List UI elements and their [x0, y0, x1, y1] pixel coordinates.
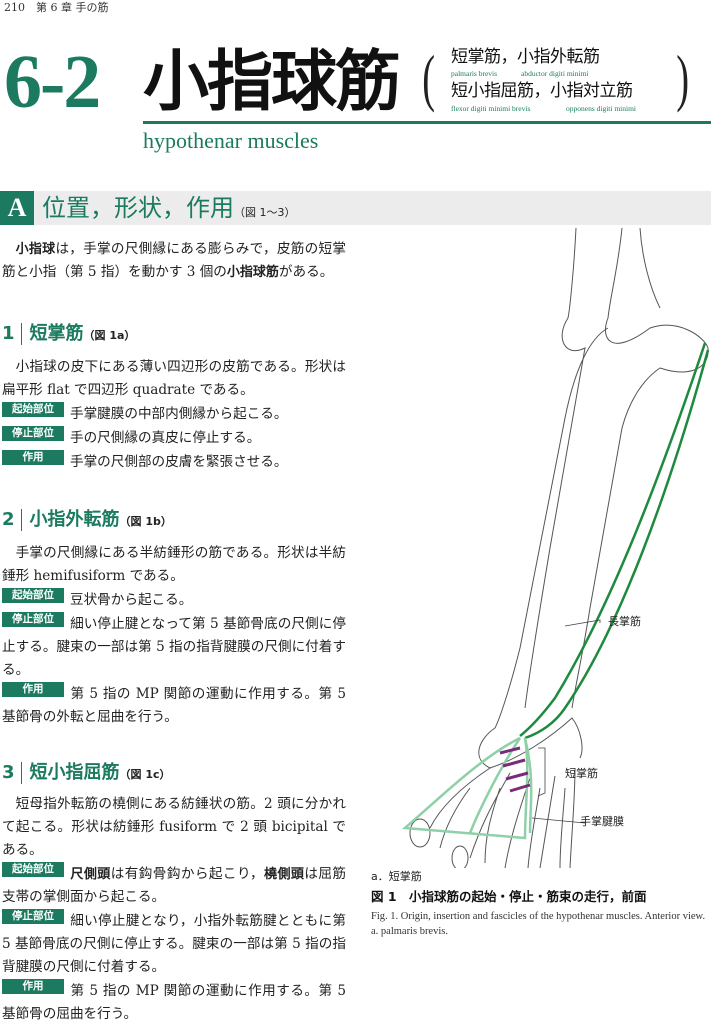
latin-flexor: flexor digiti minimi brevis: [451, 104, 531, 113]
heading-name: 短小指屈筋: [29, 762, 120, 783]
radius-outline: [524, 228, 586, 709]
term: 小指球: [15, 242, 56, 257]
section-title-text: 位置，形状，作用: [42, 194, 234, 222]
action-badge: 作用: [2, 979, 64, 994]
description: 手掌の尺側縁にある半紡錘形の筋である。形状は半紡錘形 hemifusiform …: [2, 545, 346, 584]
forearm-illustration: [401, 228, 710, 868]
section-letter: A: [0, 191, 34, 225]
palmaris-brevis-muscle: [499, 746, 531, 793]
latin-opponens: opponens digiti minimi: [566, 104, 637, 113]
action-row: 作用第 5 指の MP 関節の運動に作用する。第 5 基節骨の外転と屈曲を行う。: [2, 682, 346, 729]
palmaris-brevis-body: 小指球の皮下にある薄い四辺形の皮筋である。形状は扁平形 flat で四辺形 qu…: [2, 356, 346, 474]
flexor-body: 短母指外転筋の橈側にある紡錘状の筋。2 頭に分かれて起こる。形状は紡錘形 fus…: [2, 793, 346, 1026]
heading-number: 1: [2, 323, 15, 344]
insertion-text: 細い停止腱となって第 5 基節骨底の尺側に停止する。腱束の一部は第 5 指の指背…: [2, 616, 346, 678]
origin-text: 豆状骨から起こる。: [70, 592, 193, 608]
figure-ref: （図 1a）: [83, 329, 136, 342]
chapter-number: 6-2: [4, 40, 101, 124]
figure-ref: （図 1c）: [119, 768, 171, 781]
chapter-title: 小指球筋: [143, 42, 401, 120]
insertion-text: 手の尺側縁の真皮に停止する。: [70, 430, 261, 446]
figure-ref: （図 1b）: [119, 515, 172, 528]
title-rule: [143, 121, 711, 124]
origin-row: 起始部位手掌腱膜の中部内側縁から起こる。: [2, 402, 346, 426]
section-bar: [0, 191, 711, 225]
origin-text: 手掌腱膜の中部内側縁から起こる。: [70, 406, 288, 422]
figure-caption-en: Fig. 1. Origin, insertion and fascicles …: [371, 911, 706, 937]
palmar-aponeurosis: [401, 736, 533, 840]
heading-number: 3: [2, 762, 15, 783]
intro-paragraph: 小指球は，手掌の尺側縁にある膨らみで，皮筋の短掌筋と小指（第 5 指）を動かす …: [2, 238, 346, 284]
english-title: hypothenar muscles: [143, 128, 319, 153]
insertion-badge: 停止部位: [2, 612, 64, 627]
origin-badge: 起始部位: [2, 862, 64, 877]
open-paren: (: [422, 42, 436, 113]
origin-text: は屈筋支帯の掌側面から起こる。: [2, 866, 346, 905]
description: 小指球の皮下にある薄い四辺形の皮筋である。形状は扁平形 flat で四辺形 qu…: [2, 359, 346, 398]
label-palmaris-brevis: 短掌筋: [565, 767, 598, 780]
term: 尺側頭: [70, 867, 111, 882]
figure-caption-jp: 図 1 小指球筋の起始・停止・筋束の走行，前面: [371, 889, 647, 904]
insertion-row: 停止部位細い停止腱となって第 5 基節骨底の尺側に停止する。腱束の一部は第 5 …: [2, 612, 346, 682]
hand-bones: [429, 767, 576, 868]
heading-palmaris-brevis: 1 短掌筋（図 1a）: [2, 322, 135, 346]
action-badge: 作用: [2, 450, 64, 465]
origin-row: 起始部位豆状骨から起こる。: [2, 588, 346, 612]
label-palmar-aponeurosis: 手掌腱膜: [580, 815, 624, 828]
action-text: 第 5 指の MP 関節の運動に作用する。第 5 基節骨の外転と屈曲を行う。: [2, 686, 346, 725]
insertion-row: 停止部位細い停止腱となり，小指外転筋腱とともに第 5 基節骨底の尺側に停止する。…: [2, 909, 346, 979]
heading-name: 小指外転筋: [29, 509, 120, 530]
abductor-body: 手掌の尺側縁にある半紡錘形の筋である。形状は半紡錘形 hemifusiform …: [2, 542, 346, 729]
action-row: 作用手掌の尺側部の皮膚を緊張させる。: [2, 450, 346, 474]
heading-abductor-digiti-minimi: 2 小指外転筋（図 1b）: [2, 508, 172, 532]
description: 短母指外転筋の橈側にある紡錘状の筋。2 頭に分かれて起こる。形状は紡錘形 fus…: [2, 796, 346, 858]
latin-palmaris-brevis: palmaris brevis: [451, 69, 498, 78]
text: がある。: [278, 264, 334, 280]
close-paren: ): [676, 42, 690, 113]
running-header: 210 第 6 章 手の筋: [4, 1, 109, 14]
insertion-badge: 停止部位: [2, 426, 64, 441]
action-row: 作用第 5 指の MP 関節の運動に作用する。第 5 基節骨の屈曲を行う。: [2, 979, 346, 1026]
label-palmaris-longus: 長掌筋: [608, 615, 641, 628]
origin-badge: 起始部位: [2, 588, 64, 603]
origin-text: は有鈎骨鈎から起こり，: [110, 866, 265, 882]
term: 橈側頭: [264, 867, 305, 882]
subtitle-line-2: 短小指屈筋，小指対立筋: [451, 81, 633, 101]
section-title: 位置，形状，作用（図 1〜3）: [42, 193, 296, 223]
leader-lines: [531, 619, 601, 824]
heading-number: 2: [2, 509, 15, 530]
figure-sublabel: a．短掌筋: [371, 870, 422, 883]
heading-name: 短掌筋: [29, 323, 84, 344]
action-text: 手掌の尺側部の皮膚を緊張させる。: [70, 454, 288, 470]
text: は，手掌の尺側縁にある膨らみで，皮筋の短掌筋と小指（第 5 指）を動かす 3 個…: [2, 241, 346, 280]
ulna-outline: [571, 228, 709, 709]
latin-abductor: abductor digiti minimi: [521, 69, 589, 78]
wrist-outline: [478, 717, 583, 769]
origin-row: 起始部位尺側頭は有鈎骨鈎から起こり，橈側頭は屈筋支帯の掌側面から起こる。: [2, 862, 346, 909]
bone-outlines: [409, 228, 709, 868]
insertion-badge: 停止部位: [2, 909, 64, 924]
insertion-row: 停止部位手の尺側縁の真皮に停止する。: [2, 426, 346, 450]
palmaris-longus-muscle: [519, 342, 710, 740]
term: 小指球筋: [226, 265, 279, 280]
heading-flexor-digiti-minimi-brevis: 3 短小指屈筋（図 1c）: [2, 761, 171, 785]
origin-badge: 起始部位: [2, 402, 64, 417]
subtitle-line-1: 短掌筋，小指外転筋: [451, 47, 600, 67]
section-figure-ref: （図 1〜3）: [234, 206, 296, 219]
action-badge: 作用: [2, 682, 64, 697]
insertion-text: 細い停止腱となり，小指外転筋腱とともに第 5 基節骨底の尺側に停止する。腱束の一…: [2, 913, 346, 975]
